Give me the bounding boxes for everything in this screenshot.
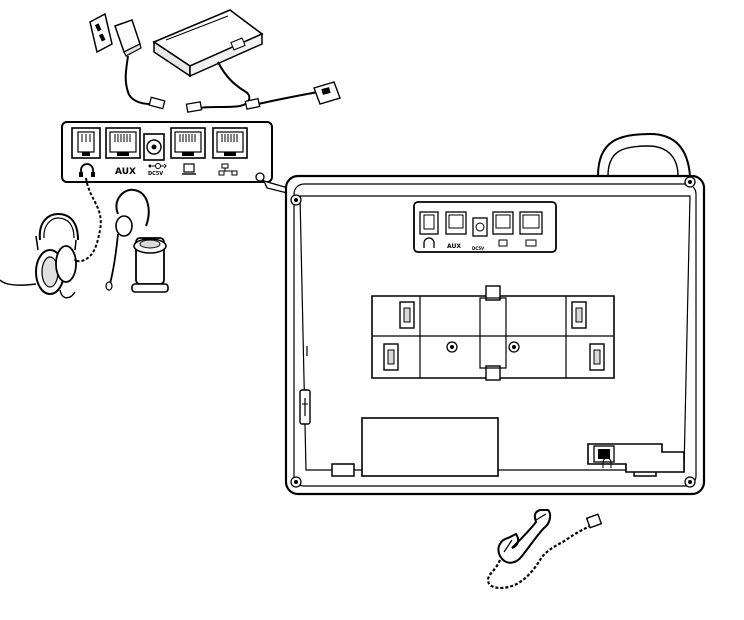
usb-icon	[299, 389, 311, 425]
over-ear-headset-icon	[0, 212, 79, 299]
wireless-headset-icon	[105, 188, 169, 293]
port-panel-large: AUX DC5V	[61, 121, 273, 187]
wall-mount-bracket	[371, 285, 615, 381]
screw	[290, 476, 302, 488]
power-adapter-icon	[114, 19, 166, 110]
screw	[508, 341, 520, 353]
ethernet-cable-to-wall-icon	[244, 81, 341, 110]
handset-icon	[497, 509, 552, 564]
screw	[446, 341, 458, 353]
screw	[290, 194, 302, 206]
dc-label-small: DC5V	[472, 246, 485, 251]
rubber-foot	[331, 463, 355, 477]
label-plate	[361, 417, 499, 477]
screw	[684, 476, 696, 488]
internet-port	[170, 127, 206, 159]
dc-symbol-icon	[148, 163, 167, 169]
pc-network-icon	[218, 163, 238, 176]
dc-power-port	[143, 133, 165, 161]
pc-port	[212, 127, 248, 159]
phone-back-view: AUX DC5V	[284, 132, 706, 496]
port-panel-small: AUX DC5V	[413, 201, 557, 253]
network-switch-icon	[152, 9, 264, 78]
wall-outlet-icon	[89, 12, 113, 54]
ethernet-cable-to-switch	[185, 61, 251, 113]
aux-label: AUX	[115, 167, 136, 177]
headset-port	[71, 127, 101, 159]
screw	[684, 176, 696, 188]
internet-icon	[182, 163, 196, 175]
aux-label-small: AUX	[447, 243, 461, 250]
dc-label: DC5V	[148, 171, 163, 177]
aux-port	[105, 127, 141, 159]
handset-coiled-cord	[486, 513, 603, 590]
headset-coiled-cable	[73, 177, 102, 263]
headset-icon	[79, 163, 95, 177]
handset-port	[587, 443, 685, 473]
handset-cradle	[596, 132, 692, 177]
